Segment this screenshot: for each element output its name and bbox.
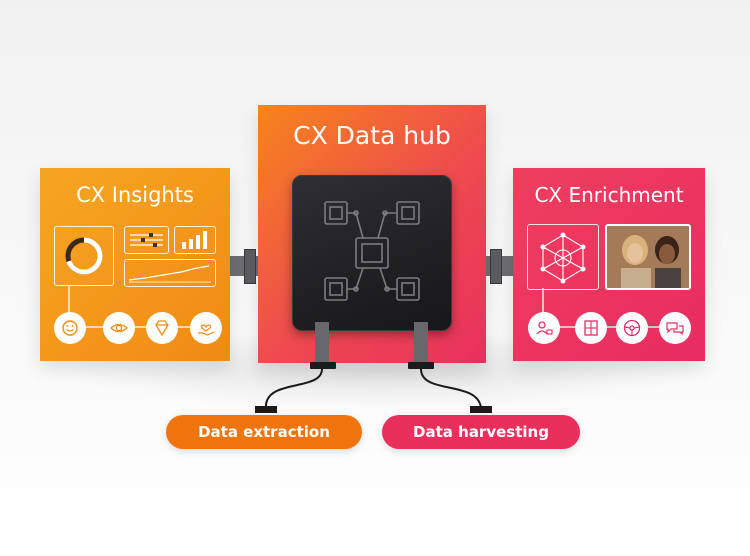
donut-chart-icon [54, 226, 114, 286]
cx-data-hub-title: CX Data hub [293, 121, 451, 150]
steering-wheel-icon [616, 312, 648, 344]
smiley-face-icon [54, 312, 86, 344]
eye-icon [103, 312, 135, 344]
enrichment-connector-lines [542, 288, 659, 328]
right-connector [490, 249, 502, 284]
data-harvesting-label: Data harvesting [382, 415, 580, 449]
chat-bubbles-icon [659, 312, 691, 344]
network-person-icon [527, 224, 599, 290]
diamond-icon [146, 312, 178, 344]
cx-enrichment-title: CX Enrichment [534, 183, 684, 207]
cx-insights-title: CX Insights [76, 183, 194, 207]
right-foot [408, 362, 434, 369]
hand-heart-icon [190, 312, 222, 344]
user-tag-icon [528, 312, 560, 344]
cx-insights-panel: CX Insights [40, 168, 230, 361]
insights-connector-lines [68, 285, 190, 328]
left-connector [244, 249, 256, 284]
slider-list-icon [124, 226, 169, 254]
left-foot [310, 362, 336, 369]
people-photo [605, 224, 691, 290]
circuit-network-icon [292, 175, 452, 331]
left-leg [315, 322, 329, 366]
data-extraction-label: Data extraction [166, 415, 362, 449]
grid-list-icon [575, 312, 607, 344]
bar-chart-icon [174, 226, 216, 254]
right-leg [414, 322, 428, 366]
line-graph-icon [124, 259, 216, 287]
cx-data-hub-panel: CX Data hub [258, 105, 486, 363]
cx-enrichment-panel: CX Enrichment [513, 168, 705, 361]
